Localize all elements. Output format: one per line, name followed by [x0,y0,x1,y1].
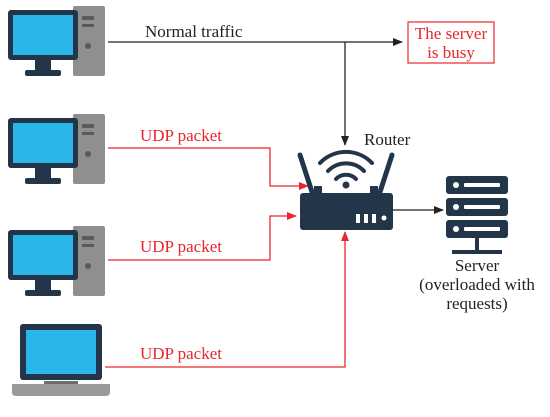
udp-packet-arrow-2 [108,212,297,261]
router-label: Router [364,130,411,149]
server-overloaded-label: (overloaded with [419,275,535,294]
server-label: Server [455,256,500,275]
udp-packet-label-2: UDP packet [140,237,222,256]
udp-packet-arrow-3 [105,231,349,368]
wifi-router-icon [297,149,395,230]
laptop-icon [12,324,110,396]
udp-packet-arrow-1 [108,147,309,190]
udp-packet-label-1: UDP packet [140,126,222,145]
server-rack-icon [446,176,508,254]
server-requests-label: requests) [446,294,507,313]
udp-packet-label-3: UDP packet [140,344,222,363]
normal-traffic-label: Normal traffic [145,22,243,41]
server-busy-line-1: The server [415,24,488,43]
desktop-computer-icon [8,114,105,184]
desktop-computer-icon [8,6,105,76]
server-busy-line-2: is busy [427,43,475,62]
server-busy-box [407,21,495,64]
desktop-computer-icon [8,226,105,296]
